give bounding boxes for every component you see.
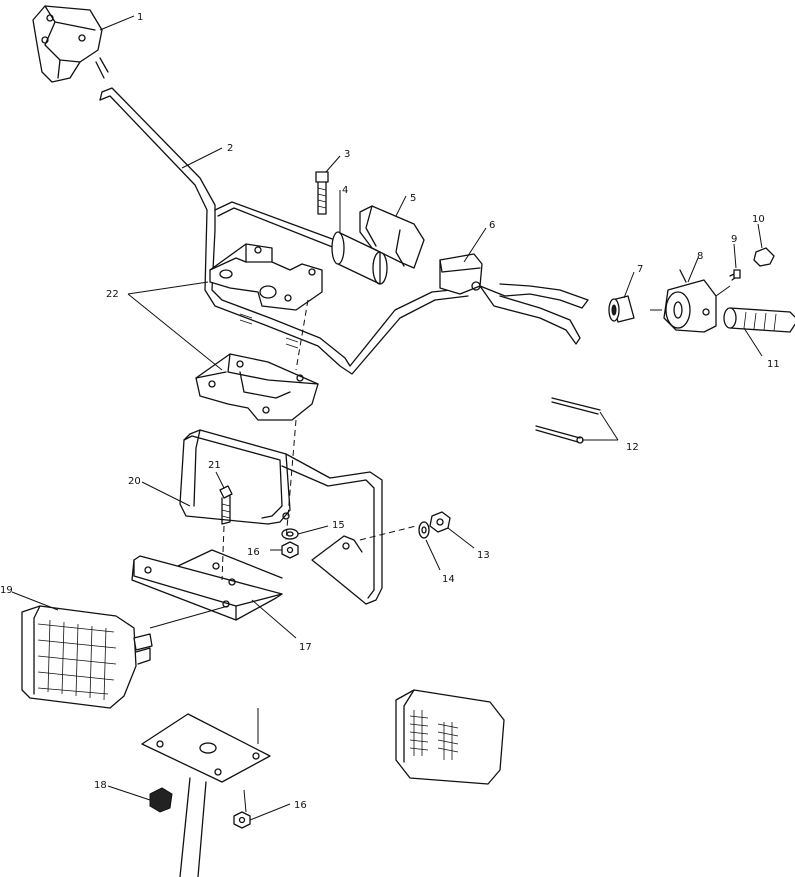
- callout-20: 20: [128, 476, 141, 487]
- lower-nut-part: [233, 811, 251, 829]
- callout-22: 22: [106, 289, 119, 300]
- callout-11: 11: [767, 359, 780, 370]
- callout-3: 3: [344, 149, 350, 160]
- bracket-bolt-part: [219, 485, 233, 525]
- callout-16-upper: 16: [247, 547, 260, 558]
- callout-8: 8: [697, 251, 703, 262]
- lower-mount-plate-part: [141, 713, 271, 877]
- washer-part: [281, 528, 299, 540]
- light-bracket-rack-part: [179, 429, 383, 605]
- callout-18: 18: [94, 780, 107, 791]
- clip-part: [149, 787, 173, 813]
- callout-14: 14: [442, 574, 455, 585]
- mounting-bracket-part: [131, 549, 283, 621]
- lower-clamp-part: [195, 353, 319, 421]
- center-pad-part: [331, 231, 388, 285]
- switch-housing-part: [663, 269, 717, 333]
- callout-6: 6: [489, 220, 495, 231]
- headlight-part: [21, 605, 153, 709]
- callout-1: 1: [137, 12, 143, 23]
- callout-15: 15: [332, 520, 345, 531]
- callout-4: 4: [342, 185, 348, 196]
- assembly-lines: [149, 285, 731, 813]
- grip-part: [723, 307, 795, 333]
- callout-16-lower: 16: [294, 800, 307, 811]
- callout-13: 13: [477, 550, 490, 561]
- end-cap-part: [753, 247, 775, 267]
- handlebar-part: [99, 87, 471, 375]
- screw-part: [729, 269, 741, 281]
- pins-part: [535, 397, 601, 444]
- callout-2: 2: [227, 143, 233, 154]
- callout-5: 5: [410, 193, 416, 204]
- washer-right-part: [418, 521, 430, 539]
- nut-right-part: [429, 511, 451, 533]
- callout-10: 10: [752, 214, 765, 225]
- upper-clamp-part: [209, 243, 323, 349]
- throttle-housing-part: [32, 5, 109, 83]
- nut-part: [281, 541, 299, 559]
- brake-lever-part: [439, 253, 589, 345]
- callout-21: 21: [208, 460, 221, 471]
- leader-lines: [11, 15, 763, 821]
- callout-labels: 1 2 3 4 5 6 7 8 9 10 11 12 13 14 15 16 1…: [0, 12, 780, 811]
- callout-12: 12: [626, 442, 639, 453]
- callout-9: 9: [731, 234, 737, 245]
- pad-cover-part: [359, 205, 425, 269]
- callout-19: 19: [0, 585, 13, 596]
- bushing-part: [608, 295, 635, 323]
- bolt-part: [315, 171, 329, 215]
- callout-7: 7: [637, 264, 643, 275]
- callout-17: 17: [299, 642, 312, 653]
- taillight-part: [395, 689, 505, 785]
